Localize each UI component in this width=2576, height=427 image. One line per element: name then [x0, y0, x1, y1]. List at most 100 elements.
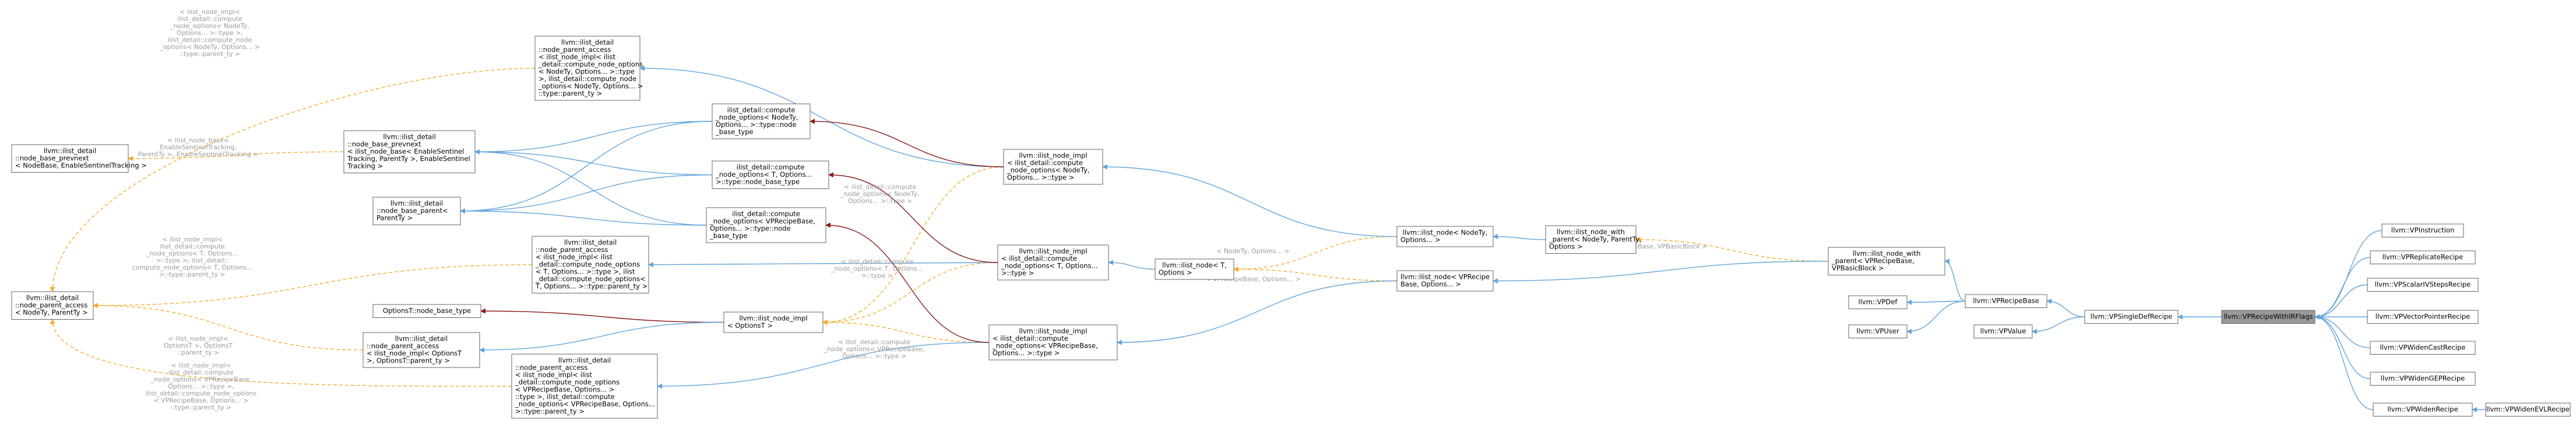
class-box [2221, 310, 2315, 324]
class-node[interactable]: ilist_detail::compute_node_options< T, O… [712, 160, 829, 189]
class-name-line: llvm::ilist_node_with [1853, 250, 1921, 258]
class-node[interactable]: llvm::ilist_detail::node_parent_access< … [363, 332, 480, 368]
class-node[interactable]: ilist_detail::compute_node_options< VPRe… [706, 207, 826, 243]
inheritance-edge [50, 68, 536, 292]
class-name-line: llvm::ilist_node_impl [1019, 247, 1087, 256]
class-node[interactable]: llvm::ilist_node_impl< OptionsT > [723, 312, 824, 333]
public-inheritance-line [460, 208, 707, 226]
class-name-line: ::node_parent_access [536, 246, 608, 254]
label-line: EnableSentinelTracking, [160, 144, 237, 151]
class-box [2367, 278, 2479, 292]
inheritance-edge [1102, 164, 1398, 237]
class-node[interactable]: llvm::VPWidenRecipe [2373, 402, 2473, 416]
public-inheritance-line [2032, 316, 2085, 334]
public-inheritance-line [657, 342, 990, 389]
class-node[interactable]: llvm::ilist_node_impl< ilist_detail::com… [988, 324, 1118, 360]
class-box [1396, 270, 1494, 292]
edge-labels: < ilist_node_impl<ilist_detail::compute_… [132, 8, 1708, 411]
class-node[interactable]: llvm::VPSingleDefRecipe [2084, 310, 2179, 324]
class-node[interactable]: llvm::ilist_detail::node_parent_access< … [11, 291, 94, 320]
nodes: llvm::ilist_detail::node_base_prevnext< … [11, 36, 2571, 419]
public-inheritance-line [2314, 314, 2371, 379]
class-node[interactable]: llvm::VPWidenCastRecipe [2370, 341, 2476, 355]
label-line: >::type > [861, 272, 893, 279]
label-line: ilist_detail::compute [168, 369, 234, 376]
class-name-line: llvm::ilist_detail [395, 335, 448, 343]
class-name-line: ::node_base_prevnext [347, 140, 421, 148]
label-line: _node_options< NodeTy, [840, 190, 919, 198]
class-node[interactable]: llvm::ilist_detail::node_parent_access< … [532, 236, 649, 293]
class-node[interactable]: llvm::VPInstruction [2381, 223, 2464, 237]
class-node[interactable]: llvm::ilist_detail::node_parent_access< … [511, 354, 658, 419]
class-name-line: < ilist_detail::compute [993, 334, 1068, 342]
class-name-line: llvm::VPRecipeWithIRFlags [2223, 313, 2313, 321]
label-line: ilist_detail::compute [160, 243, 225, 250]
class-box [723, 312, 824, 333]
inheritance-edge [822, 320, 990, 343]
class-node[interactable]: llvm::VPValue [1973, 324, 2033, 338]
class-node[interactable]: llvm::ilist_detail::node_base_parent<Par… [372, 197, 461, 225]
class-box [372, 197, 461, 225]
class-name-line: >::type::parent_ty > [515, 407, 585, 415]
template-argument-label: < ilist_node_base<EnableSentinelTracking… [138, 136, 258, 158]
class-name-line: ::node_parent_access [15, 301, 87, 309]
class-name-line: llvm::VPWidenGEPRecipe [2381, 374, 2465, 383]
class-node[interactable]: llvm::ilist_node< NodeTy,Options... > [1396, 226, 1494, 247]
inheritance-edge [822, 166, 1004, 325]
class-name-line: llvm::VPReplicateRecipe [2383, 253, 2464, 261]
class-node[interactable]: OptionsT::node_base_type [372, 304, 481, 318]
class-box [534, 36, 641, 101]
class-name-line: Tracking > [347, 162, 383, 170]
class-node[interactable]: llvm::ilist_node_with_parent< NodeTy, Pa… [1545, 225, 1642, 254]
class-node[interactable]: llvm::VPRecipeBase [1965, 294, 2047, 308]
inheritance-edge [93, 303, 364, 351]
class-node[interactable]: llvm::ilist_node_impl< ilist_detail::com… [1003, 149, 1103, 185]
class-name-line: < NodeTy, Options... >::type [539, 68, 635, 76]
class-node[interactable]: llvm::VPWidenEVLRecipe [2485, 402, 2571, 416]
class-name-line: llvm::ilist_node_with [1557, 228, 1625, 236]
class-name-line: ::node_base_prevnext [15, 154, 89, 162]
class-name-line: ::node_parent_access [367, 342, 439, 350]
class-node[interactable]: llvm::VPWidenGEPRecipe [2370, 372, 2476, 386]
class-node[interactable]: llvm::ilist_node_impl< ilist_detail::com… [997, 244, 1109, 281]
class-name-line: < OptionsT > [727, 321, 773, 330]
class-name-line: _base_type [715, 128, 754, 136]
class-node[interactable]: llvm::ilist_node< VPRecipeBase, Options.… [1396, 270, 1494, 292]
class-name-line: >::type::node_base_type [716, 178, 800, 186]
class-node[interactable]: llvm::VPUser [1848, 324, 1908, 338]
class-box [1848, 295, 1908, 309]
label-line: _options< NodeTy, Options... > [159, 43, 260, 51]
class-box [1155, 258, 1234, 280]
template-argument-label: < ilist_node_impl<ilist_detail::compute_… [132, 236, 253, 278]
class-box [1848, 324, 1908, 338]
class-name-line: _base_type [709, 232, 748, 240]
class-node[interactable]: llvm::ilist_detail::node_base_prevnext< … [11, 144, 147, 173]
class-node[interactable]: ilist_detail::compute_node_options< Node… [712, 103, 811, 139]
class-node[interactable]: llvm::ilist_detail::node_base_prevnext< … [343, 130, 476, 173]
class-node[interactable]: llvm::ilist_node< T,Options > [1155, 258, 1234, 280]
public-inheritance-line [460, 121, 713, 214]
template-inheritance-line [93, 303, 364, 351]
label-line: < NodeTy, Options... > [1216, 247, 1290, 255]
template-inheritance-line [1635, 237, 1829, 262]
class-node[interactable]: llvm::VPVectorPointerRecipe [2367, 310, 2479, 324]
class-node[interactable]: llvm::VPScalarIVStepsRecipe [2367, 278, 2479, 292]
class-node[interactable]: llvm::VPDef [1848, 295, 1908, 309]
template-inheritance-line [822, 320, 990, 343]
class-node[interactable]: llvm::ilist_node_with_parent< VPRecipeBa… [1828, 247, 1945, 275]
inheritance-edge [1493, 234, 1546, 240]
class-box [1545, 225, 1637, 254]
label-line: _node_options< T, Options... [146, 250, 238, 257]
edges [50, 65, 2486, 412]
class-box [2370, 372, 2476, 386]
label-line: < ilist_detail::compute [841, 258, 914, 265]
template-inheritance-line [822, 262, 998, 325]
class-name-line: ::node_parent_access [539, 46, 611, 54]
class-name-line: Base, Options... > [1400, 280, 1461, 288]
public-inheritance-line [1906, 300, 1966, 334]
class-node[interactable]: llvm::VPReplicateRecipe [2370, 250, 2476, 264]
class-node[interactable]: llvm::ilist_detail::node_parent_access< … [534, 36, 643, 101]
inheritance-edge [480, 308, 724, 323]
inheritance-edge [50, 318, 512, 387]
template-argument-label: < ilist_detail::compute_node_options< T,… [830, 258, 923, 279]
